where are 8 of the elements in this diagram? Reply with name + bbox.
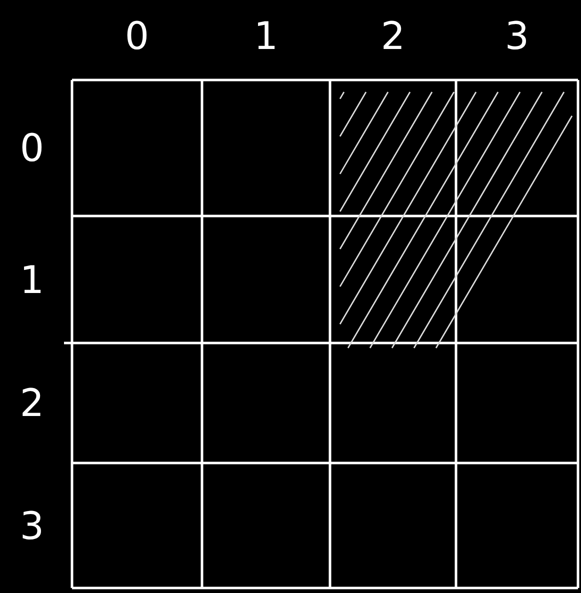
row-label: 0 bbox=[20, 128, 44, 168]
column-label: 2 bbox=[380, 16, 406, 56]
column-label: 1 bbox=[254, 16, 278, 56]
column-label: 0 bbox=[124, 16, 150, 56]
row-label: 2 bbox=[20, 383, 44, 423]
column-label: 3 bbox=[504, 16, 530, 56]
row-label: 3 bbox=[20, 506, 44, 546]
row-label: 1 bbox=[20, 260, 44, 300]
